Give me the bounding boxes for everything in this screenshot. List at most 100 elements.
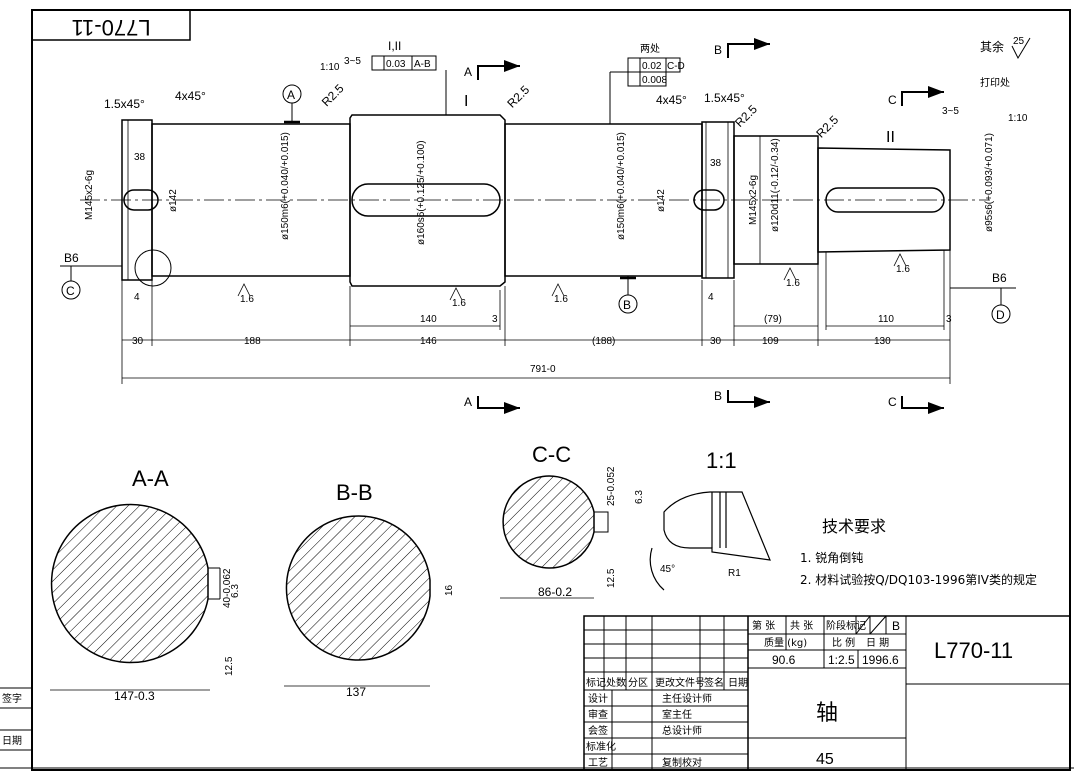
radius-1: R2.5: [319, 81, 347, 109]
chamfer-3: 4x45°: [656, 93, 687, 107]
cc-title: C-C: [532, 442, 571, 467]
chamfer-1: 1.5x45°: [104, 97, 145, 111]
tb-stage-letter: B: [892, 619, 900, 633]
detail-angle: 45°: [660, 564, 675, 575]
ra-4: 1.6: [786, 278, 800, 289]
cc-key: 25-0.052: [606, 466, 617, 506]
seg-3: 146: [420, 336, 437, 347]
roughness-marks: [237, 253, 907, 301]
roughness-default-note: 其余: [980, 39, 1004, 54]
tb-r5a: 工艺: [588, 757, 608, 769]
dia-120: ø120d11(-0.12/-0.34): [770, 138, 781, 232]
bb-title: B-B: [336, 480, 373, 505]
tb-scale-label: 比 例: [832, 636, 855, 649]
cut-B-bottom: B: [714, 389, 722, 403]
tech-item-1: 1. 锐角倒钝: [800, 551, 863, 565]
ra-3: 1.6: [554, 294, 568, 305]
seg-6: 109: [762, 336, 779, 347]
width-38-right: 38: [710, 158, 722, 169]
tol2-datum: C-D: [667, 61, 685, 72]
tb-scale: 1:2.5: [828, 653, 855, 667]
seg-4: (188): [592, 336, 615, 347]
tb-sheet-no: 第 张: [752, 619, 775, 632]
tol3-value: 0.008: [642, 75, 667, 86]
tb-h2: 处数: [606, 676, 626, 689]
label-II: II: [886, 129, 895, 146]
taper-2: 1:10: [1008, 113, 1028, 124]
section-cc: C-C 86-0.2 25-0.052 6.3 12.5: [500, 442, 645, 599]
tb-mass-label: 质量 (kg): [764, 637, 807, 649]
tb-part-number: L770-11: [934, 638, 1013, 663]
main-dimension-lines: [121, 250, 951, 384]
tb-h4: 更改文件号: [655, 676, 705, 689]
cc-width: 86-0.2: [538, 585, 572, 599]
bb-key: 16: [444, 584, 455, 596]
label-I: I: [464, 93, 468, 110]
cut-B-top: B: [714, 43, 722, 57]
title-block: [583, 615, 1071, 771]
sub-4: 110: [878, 314, 894, 325]
tol1-value: 0.03: [386, 59, 406, 70]
tolerance-frame-1: [371, 55, 447, 115]
margin-sign: 签字: [2, 692, 22, 705]
seg-2: 188: [244, 336, 261, 347]
datum-B: B: [623, 298, 631, 312]
sub-3: (79): [764, 314, 782, 325]
two-places-label: 两处: [640, 43, 660, 55]
chamfer-4: 1.5x45°: [704, 91, 745, 105]
detail-scale: 1:1: [706, 448, 737, 473]
aa-rough: 6.3: [230, 584, 241, 598]
cc-rough2: 12.5: [606, 568, 617, 588]
datum-symbols: [60, 84, 1016, 324]
tb-r3a: 会签: [588, 724, 608, 737]
taper-1: 1:10: [320, 62, 340, 73]
seg-5: 30: [710, 336, 722, 347]
width-38-left: 38: [134, 152, 146, 163]
tb-r3b: 总设计师: [662, 724, 702, 737]
dia-150-right: ø150m6(+0.040/+0.015): [616, 132, 627, 240]
aa-title: A-A: [132, 466, 169, 491]
tb-r2a: 审查: [588, 708, 608, 721]
sub-1: 140: [420, 314, 437, 325]
sub-5: 3: [946, 314, 952, 325]
tb-r1a: 设计: [588, 692, 608, 705]
section-markers: [477, 38, 944, 414]
rotated-part-number-box: L770-11: [31, 9, 191, 41]
cc-rough: 6.3: [634, 490, 645, 504]
tol1-datum: A-B: [414, 59, 431, 70]
sub-2: 3: [492, 314, 498, 325]
tol-label-I-II: I,II: [388, 39, 401, 53]
radius-2: R2.5: [504, 83, 532, 111]
chamfer-2: 4x45°: [175, 89, 206, 103]
cut-A-top: A: [464, 65, 472, 79]
detail-radius: R1: [728, 568, 741, 579]
datum-A: A: [287, 88, 295, 102]
seg-7: 130: [874, 336, 891, 347]
tb-part-name: 轴: [816, 701, 838, 726]
detail-view: [649, 491, 771, 591]
gap-1: 3~5: [344, 56, 361, 67]
section-bb: B-B 137 16: [284, 480, 455, 699]
dia-95: ø95s6(+0.093/+0.071): [984, 133, 995, 232]
tolerance-frame-2: [609, 57, 681, 124]
width-4-left: 4: [134, 292, 140, 303]
sheet-border: [31, 9, 1071, 771]
gap-2: 3~5: [942, 106, 959, 117]
tb-h3: 分区: [628, 677, 648, 689]
thread-1: M145x2-6g: [84, 170, 95, 220]
dia-160: ø160s6(+0.125/+0.100): [416, 140, 427, 245]
tb-h5: 签名: [704, 676, 724, 689]
tb-r2b: 室主任: [662, 708, 692, 721]
total-length: 791-0: [530, 364, 556, 375]
tb-sheets-total: 共 张: [790, 620, 813, 632]
tb-h1: 标记: [586, 677, 606, 689]
datum-D: D: [996, 308, 1005, 322]
center-hole-left: B6: [64, 251, 79, 265]
cut-C-top: C: [888, 93, 897, 107]
datum-C: C: [66, 284, 75, 298]
tech-title: 技术要求: [822, 517, 886, 536]
tb-r5b: 复制校对: [662, 756, 702, 769]
tech-item-2: 2. 材料试验按Q/DQ103-1996第IV类的规定: [800, 572, 1037, 587]
roughness-default-value: 25: [1013, 36, 1025, 47]
